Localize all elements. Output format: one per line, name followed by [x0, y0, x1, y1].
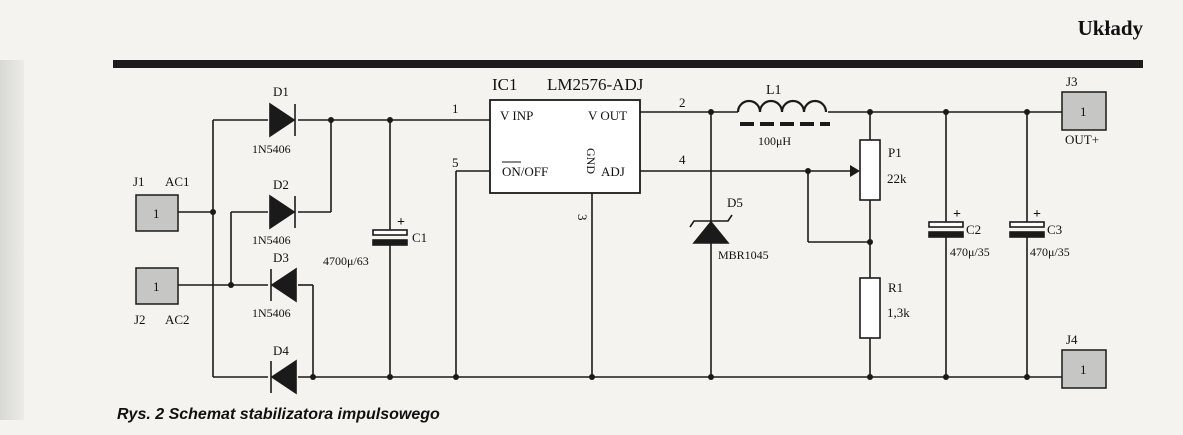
scan-margin: [0, 60, 24, 420]
j2-label: J2: [134, 312, 146, 327]
j4-label: J4: [1066, 332, 1078, 347]
header-rule: [113, 60, 1143, 68]
connector-j4: [1061, 349, 1107, 389]
c3-plate-negative: [1009, 231, 1045, 238]
j1-label: J1: [133, 174, 145, 189]
d2-label: D2: [273, 177, 289, 192]
inductor-l1-symbol: [736, 99, 830, 126]
c1-plate-negative: [372, 239, 408, 246]
ic1-part: LM2576-ADJ: [547, 75, 644, 94]
ic1-designator: IC1: [492, 75, 518, 94]
l1-value: 100μH: [758, 134, 791, 148]
p1-label: P1: [888, 145, 902, 160]
c1-label: C1: [412, 230, 427, 245]
pin-number-1: 1: [452, 101, 459, 116]
out-plus-label: OUT+: [1065, 132, 1099, 147]
figure-caption: Rys. 2 Schemat stabilizatora impulsowego: [117, 406, 440, 423]
d2-part: 1N5406: [252, 233, 291, 247]
c2-plus: +: [953, 207, 961, 222]
d1-label: D1: [273, 84, 289, 99]
diode-d4-symbol: [270, 359, 297, 395]
l1-label: L1: [766, 83, 782, 98]
j3-pin: 1: [1080, 104, 1087, 119]
r1-value: 1,3k: [887, 305, 910, 320]
j1-pin: 1: [153, 206, 160, 221]
c1-value: 4700μ/63: [323, 254, 369, 268]
j4-pin: 1: [1080, 362, 1087, 377]
resistor-r1-body: [859, 277, 881, 339]
c3-value: 470μ/35: [1030, 245, 1070, 259]
r1-label: R1: [888, 280, 903, 295]
ic1-pin-gnd: GND: [584, 148, 598, 174]
ic1-pin-vout: V OUT: [588, 108, 627, 123]
diode-d2-symbol: [269, 194, 296, 230]
d1-part: 1N5406: [252, 142, 291, 156]
ac1-label: AC1: [165, 174, 190, 189]
j2-pin: 1: [153, 279, 160, 294]
pin-number-4: 4: [679, 152, 686, 167]
d3-part: 1N5406: [252, 306, 291, 320]
capacitors: [372, 221, 1045, 246]
d3-label: D3: [273, 250, 289, 265]
ac2-label: AC2: [165, 312, 190, 327]
bridge-diodes: [269, 102, 297, 395]
ic1-pin-onoff: ON/OFF: [502, 164, 548, 179]
pin-number-5: 5: [452, 155, 459, 170]
connectors: [135, 91, 1107, 389]
ic1-body: [489, 99, 641, 194]
potentiometer-p1-body: [859, 139, 881, 201]
c2-plate-negative: [928, 231, 964, 238]
section-title: Układy: [1077, 16, 1143, 40]
ic1-pin-vinp: V INP: [500, 108, 533, 123]
diode-d1-symbol: [269, 102, 296, 138]
c3-plus: +: [1033, 207, 1041, 222]
c2-plate-positive: [928, 221, 964, 228]
c3-plate-positive: [1009, 221, 1045, 228]
diode-d3-symbol: [270, 267, 297, 303]
p1-value: 22k: [887, 171, 907, 186]
pin-number-3: 3: [575, 214, 590, 221]
c1-plus: +: [397, 215, 405, 230]
connector-j3: [1061, 91, 1107, 131]
d5-part: MBR1045: [718, 248, 769, 262]
connector-j1: [135, 194, 179, 232]
junctions: [210, 109, 1030, 380]
potentiometer-wiper-arrow: [850, 165, 860, 177]
c2-value: 470μ/35: [950, 245, 990, 259]
d5-label: D5: [727, 195, 743, 210]
c1-plate-positive: [372, 229, 408, 236]
connector-j2: [135, 267, 179, 305]
ic1-pin-adj: ADJ: [601, 164, 625, 179]
c3-label: C3: [1047, 222, 1062, 237]
c2-label: C2: [966, 222, 981, 237]
diode-d5-symbol: [689, 214, 733, 244]
d4-label: D4: [273, 343, 289, 358]
pin-number-2: 2: [679, 95, 686, 110]
j3-label: J3: [1066, 74, 1078, 89]
